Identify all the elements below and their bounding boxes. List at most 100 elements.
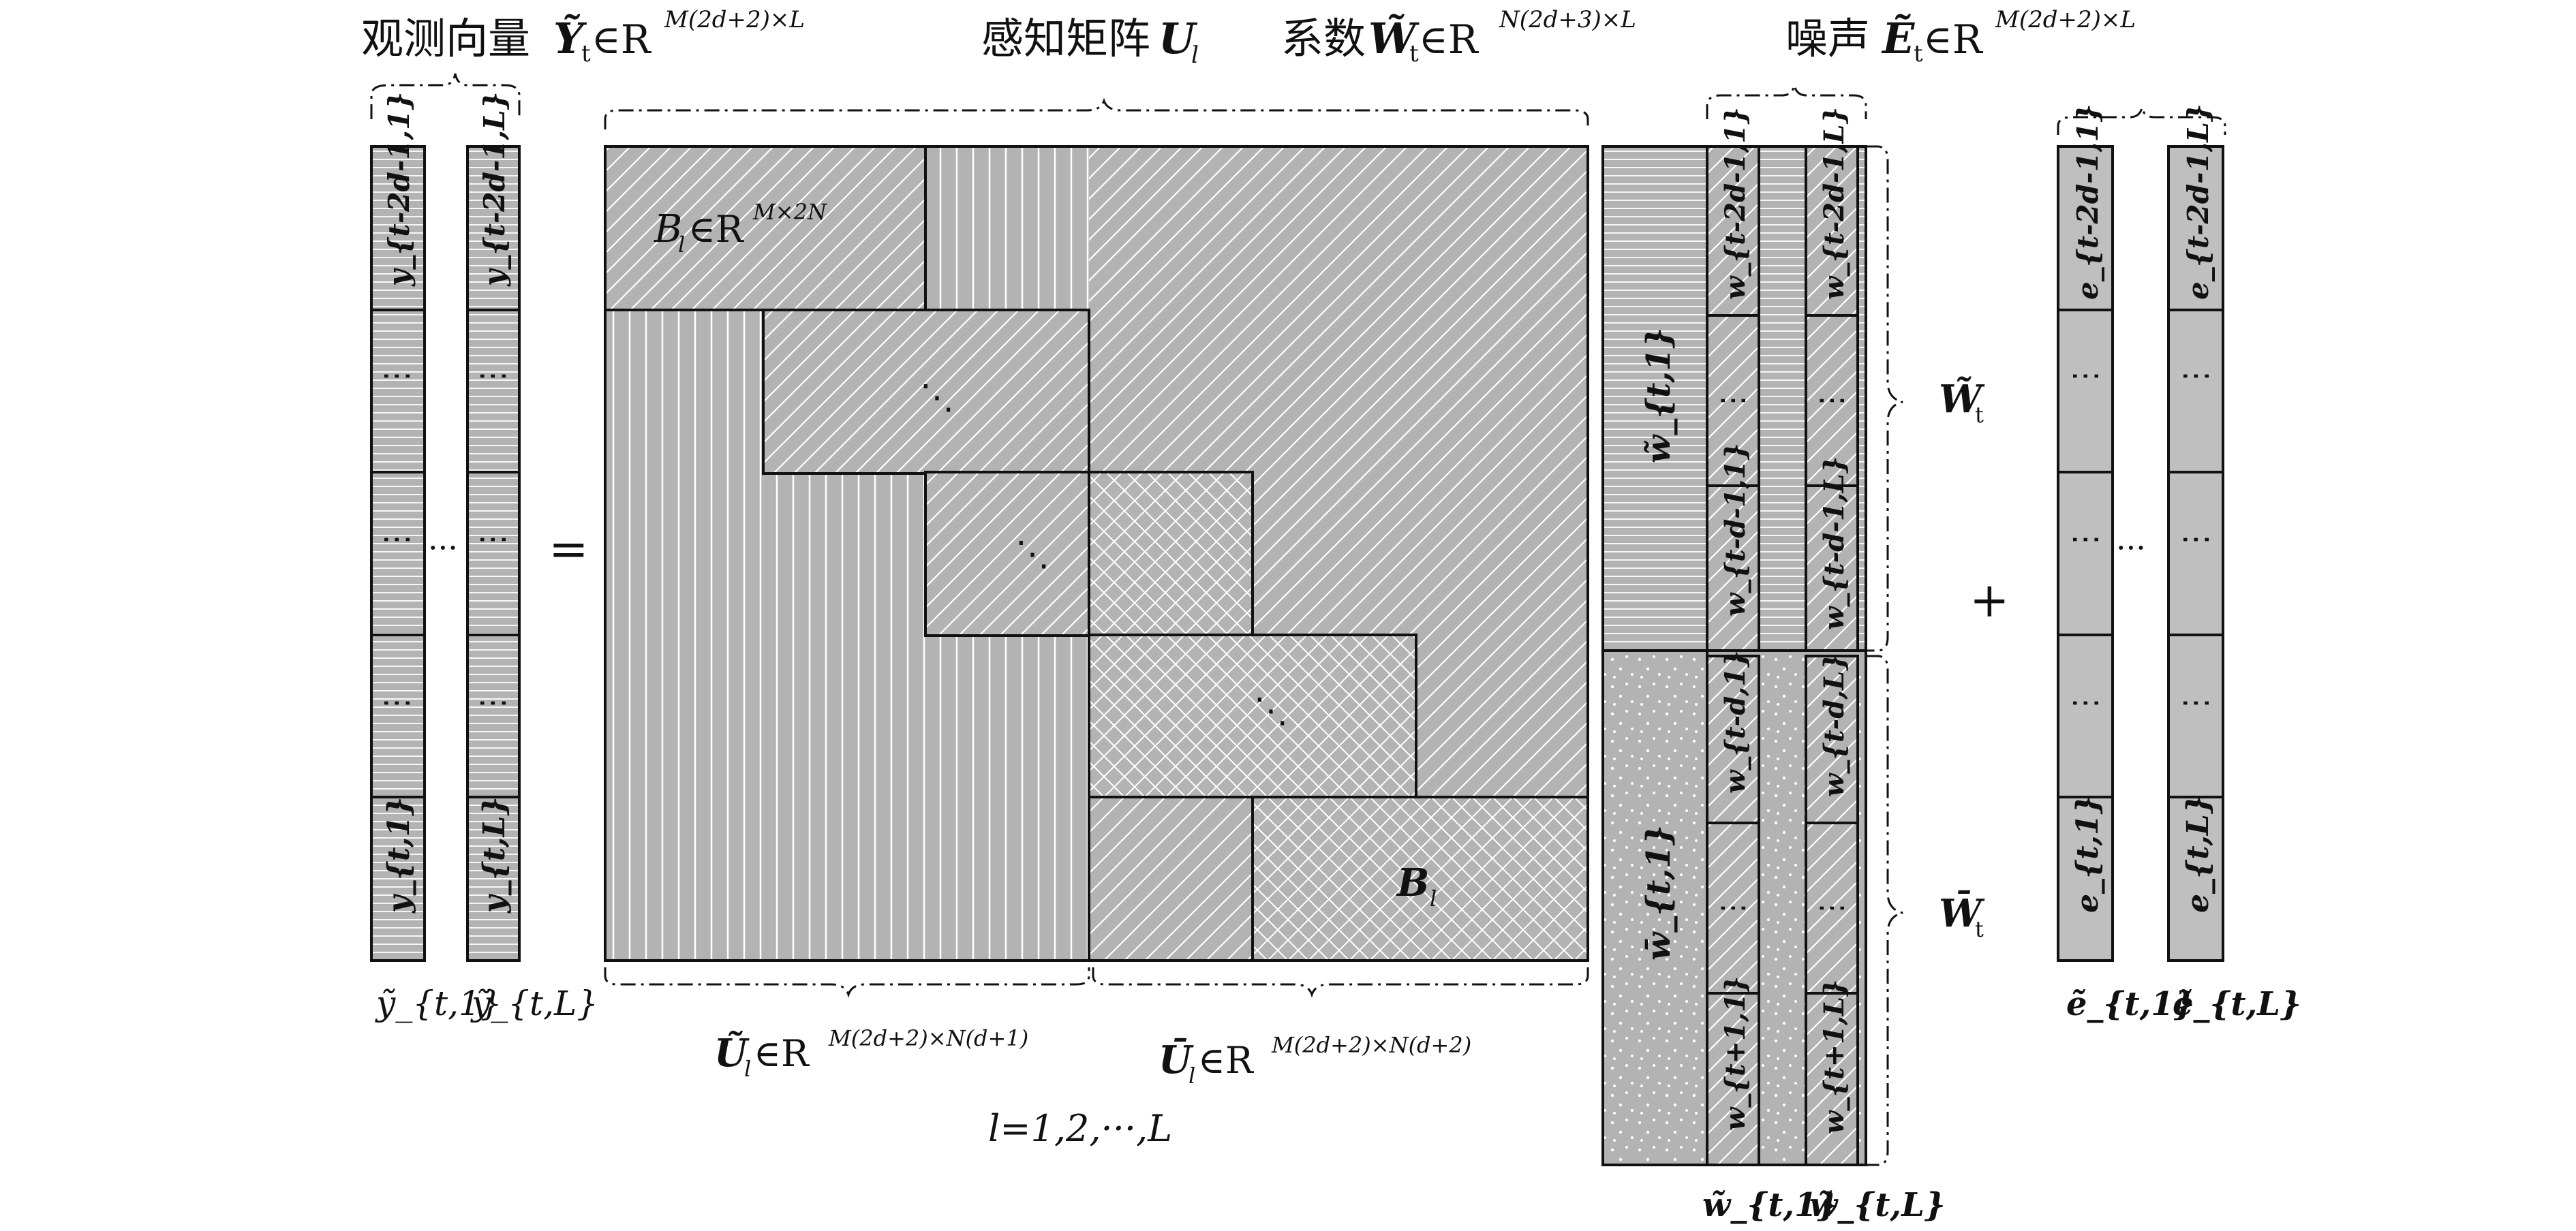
block-B-label: B l ∈R M×2N	[654, 199, 827, 258]
block-B-bottom-label: B l	[1396, 860, 1437, 911]
sensing-bottom-braces	[604, 967, 1589, 998]
left-part-set: ∈R	[754, 1032, 810, 1075]
coefficient-top-brace	[1706, 84, 1867, 119]
coefficient-symbol-sub: t	[1409, 40, 1419, 67]
observation-col1-dots-1: ⋮	[378, 360, 414, 392]
observation-dims: M(2d+2)×L	[664, 6, 805, 33]
coefficient-dims: N(2d+3)×L	[1499, 6, 1636, 33]
block-B-sub: l	[678, 232, 685, 258]
observation-colL-dots-2: ⋮	[474, 524, 510, 555]
coef-colL-cell-6: w_{t+1,L}	[1818, 979, 1850, 1134]
block-B-dims: M×2N	[752, 199, 827, 225]
observation-col1-label: ỹ_{t,1}	[375, 984, 502, 1023]
sensing-symbol: U	[1159, 14, 1198, 63]
coefficient-title-text: 系数	[1281, 14, 1366, 63]
noise-col1-dots-2: ⋮	[2066, 524, 2103, 555]
noise-col1-dots-1: ⋮	[2066, 360, 2103, 392]
observation-hdots: ···	[428, 529, 458, 566]
observation-col1-top: y_{t-2d-1,1}	[382, 92, 416, 287]
right-part-dims: M(2d+2)×N(d+2)	[1271, 1032, 1471, 1058]
block-B-1	[604, 145, 927, 311]
right-part-label: Ū l ∈R M(2d+2)×N(d+2)	[1159, 1032, 1471, 1089]
coef-colL-labels: w_{t-2d-1,L} ⋮ w_{t-d-1,L} w_{t-d,L} ⋮ w…	[1814, 107, 1850, 1134]
block-B-bottom-sub: l	[1430, 886, 1437, 911]
observation-symbol-sub: t	[581, 40, 591, 67]
noise-colL-dots-3: ⋮	[2177, 687, 2213, 719]
observation-set: ∈R	[592, 16, 652, 63]
noise-title-text: 噪声	[1785, 14, 1870, 63]
coef-col1-cell-5: ⋮	[1715, 893, 1750, 923]
coef-col1-label: w̃_{t,1}	[1702, 1186, 1838, 1224]
block-B-2	[762, 309, 1090, 475]
coef-column-1	[1706, 145, 1760, 1166]
left-part-symbol: Ũ	[714, 1031, 750, 1076]
noise-col1-label: ẽ_{t,1}	[2066, 985, 2195, 1023]
coefficient-set: ∈R	[1419, 16, 1479, 63]
noise-brace	[2057, 107, 2226, 135]
noise-colL-top: e_{t-2d-1,L}	[2181, 104, 2215, 300]
right-part-sub: l	[1189, 1063, 1195, 1089]
noise-colL-label: ẽ_{t,L}	[2173, 985, 2301, 1023]
observation-colL-bottom: y_{t,L}	[477, 796, 512, 914]
noise-col1-bottom: e_{t,1}	[2070, 795, 2105, 913]
noise-col1-dots-3: ⋮	[2066, 687, 2103, 719]
right-part-symbol: Ū	[1159, 1038, 1194, 1082]
coef-upper-brace-sub: t	[1975, 402, 1984, 428]
coef-column-L	[1805, 145, 1859, 1166]
coef-col1-cell-2: ⋮	[1715, 386, 1750, 416]
observation-column-1: y_{t-2d-1,1} ⋮ ⋮ ⋮ y_{t,1}	[370, 92, 426, 962]
observation-col1-dots-3: ⋮	[378, 687, 414, 719]
block-B-bottom-symbol: B	[1396, 860, 1429, 905]
block-B-5b	[1251, 796, 1589, 962]
left-part-sub: l	[744, 1056, 751, 1082]
coef-colL-cell-3: w_{t-d-1,L}	[1818, 456, 1850, 630]
noise-colL-dots-2: ⋮	[2177, 524, 2213, 555]
block-B-3b	[1088, 471, 1254, 637]
noise-dims: M(2d+2)×L	[1995, 6, 2136, 33]
coef-colL-cell-1: w_{t-2d-1,L}	[1818, 107, 1850, 300]
block-B-4	[1088, 634, 1417, 798]
block-B-5a	[1088, 796, 1254, 962]
coef-lower-brace-sub: t	[1975, 916, 1984, 942]
sensing-title: 感知矩阵 U l	[981, 14, 1199, 69]
coef-colL-label: w̃_{t,L}	[1809, 1186, 1946, 1224]
right-part-set: ∈R	[1198, 1039, 1254, 1082]
noise-col1-top: e_{t-2d-1,1}	[2071, 104, 2104, 300]
coef-lower-brace-label: W̄ t	[1939, 890, 1985, 942]
observation-colL-dots-1: ⋮	[474, 360, 510, 392]
coef-left-upper: w̃_{t,1}	[1640, 328, 1678, 463]
sensing-title-text: 感知矩阵	[981, 14, 1150, 63]
noise-title: 噪声 Ẽ t ∈R M(2d+2)×L	[1785, 6, 2136, 67]
coef-lower-brace-symbol: W̄	[1939, 890, 1985, 936]
observation-symbol: Ỹ	[553, 14, 587, 63]
coef-left-lower: w̄_{t,1}	[1640, 825, 1678, 961]
block-B-3a	[924, 471, 1090, 637]
coefficient-title: 系数 W̃ t ∈R N(2d+3)×L	[1281, 6, 1636, 67]
equals-sign: =	[549, 521, 589, 577]
ddots-1: ⋱	[920, 377, 954, 417]
coef-col1-cell-4: w_{t-d,1}	[1719, 650, 1751, 794]
noise-symbol-sub: t	[1914, 40, 1923, 67]
noise-symbol: Ẽ	[1881, 14, 1915, 63]
observation-col1-dots-2: ⋮	[378, 524, 414, 555]
coef-upper-brace-symbol: W̃	[1939, 377, 1985, 422]
noise-hdots: ···	[2116, 529, 2146, 566]
coef-right-braces	[1867, 145, 1903, 1166]
coef-col1-cell-1: w_{t-2d-1,1}	[1719, 107, 1751, 300]
block-B-set: ∈R	[688, 208, 744, 251]
observation-title-text: 观测向量	[361, 14, 530, 63]
observation-brace	[370, 73, 521, 119]
observation-colL-dots-3: ⋮	[474, 687, 510, 719]
noise-column-1: e_{t-2d-1,1} ⋮ ⋮ ⋮ e_{t,1}	[2057, 104, 2114, 962]
ddots-3: ⋱	[1254, 691, 1288, 730]
sensing-top-brace	[604, 97, 1589, 129]
index-range: l=1,2,···,L	[988, 1107, 1172, 1150]
sensing-matrix	[604, 145, 1589, 962]
coef-colL-cell-2: ⋮	[1814, 386, 1849, 416]
left-part-dims: M(2d+2)×N(d+1)	[828, 1025, 1028, 1051]
ddots-2: ⋱	[1015, 534, 1049, 574]
coef-col1-labels: w_{t-2d-1,1} ⋮ w_{t-d-1,1} w_{t-d,1} ⋮ w…	[1715, 107, 1751, 1131]
block-B-symbol: B	[654, 207, 682, 251]
coef-col1-cell-6: w_{t+1,1}	[1719, 976, 1751, 1131]
